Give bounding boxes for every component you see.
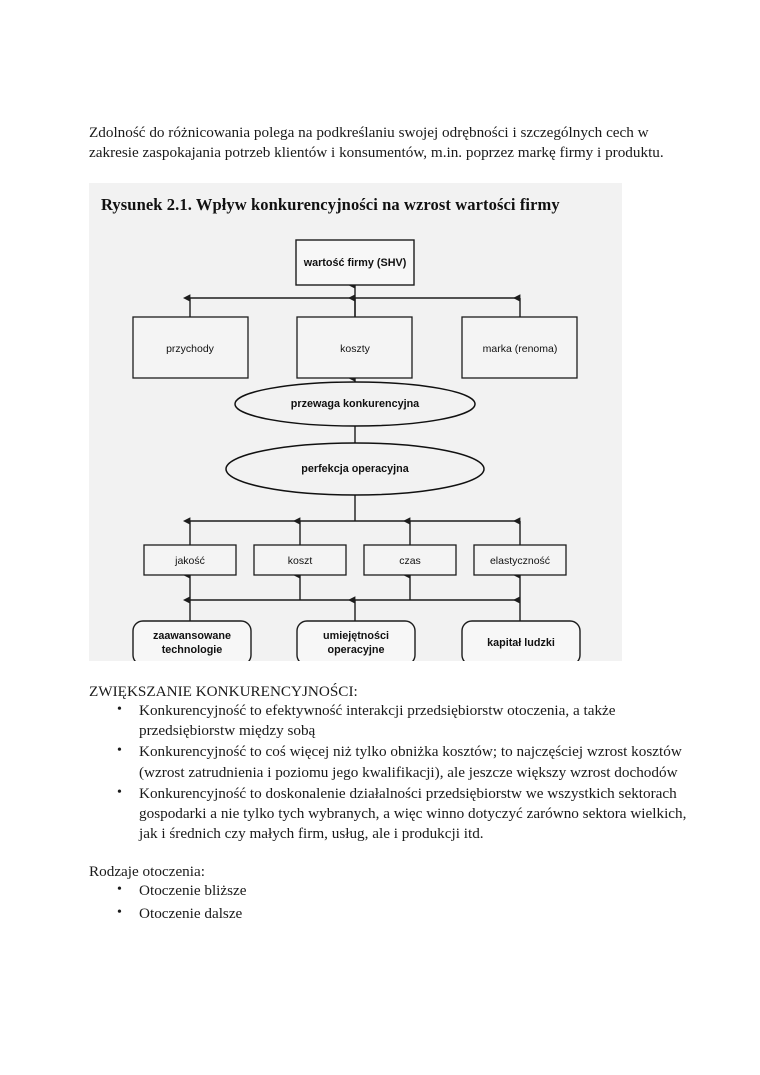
node-zaawansowane-technologie: zaawansowane technologie [132, 620, 252, 661]
section-heading-zwiekszanie-konkurencyjnosci: ZWIĘKSZANIE KONKURENCYJNOŚCI: [89, 683, 358, 700]
figure-panel: Rysunek 2.1. Wpływ konkurencyjności na w… [89, 183, 622, 661]
node-label-zaawansowane-technologie-line1: zaawansowane [153, 630, 231, 642]
node-marka-renoma: marka (renoma) [461, 316, 578, 379]
section-heading-rodzaje-otoczenia: Rodzaje otoczenia: [89, 863, 205, 880]
node-jakosc: jakość [143, 544, 237, 576]
node-label-czas: czas [399, 555, 421, 567]
node-elastycznosc: elastyczność [473, 544, 567, 576]
node-label-elastycznosc: elastyczność [490, 555, 550, 567]
node-label-umiejetnosci-operacyjne-line1: umiejętności [323, 630, 389, 642]
node-przewaga-konkurencyjna: przewaga konkurencyjna [234, 381, 476, 427]
node-wartosc-firmy: wartość firmy (SHV) [295, 239, 415, 286]
node-umiejetnosci-operacyjne: umiejętności operacyjne [296, 620, 416, 661]
node-label-przewaga-konkurencyjna: przewaga konkurencyjna [291, 398, 420, 410]
list-item: Konkurencyjność to efektywność interakcj… [117, 701, 704, 741]
node-label-wartosc-firmy: wartość firmy (SHV) [303, 257, 407, 269]
list-item: Konkurencyjność to coś więcej niż tylko … [117, 742, 704, 782]
node-label-kapital-ludzki: kapitał ludzki [487, 637, 555, 649]
node-koszt: koszt [253, 544, 347, 576]
node-czas: czas [363, 544, 457, 576]
list-item: Otoczenie dalsze [117, 904, 459, 924]
bullet-list-rodzaje-otoczenia: Otoczenie bliższe Otoczenie dalsze [111, 881, 459, 927]
node-label-jakosc: jakość [174, 555, 205, 567]
node-label-zaawansowane-technologie-line2: technologie [162, 644, 223, 656]
node-przychody: przychody [132, 316, 249, 379]
figure-diagram: wartość firmy (SHV) przychody koszty mar… [132, 239, 581, 661]
node-label-koszty: koszty [340, 343, 371, 355]
list-item: Konkurencyjność to doskonalenie działaln… [117, 784, 704, 845]
list-item: Otoczenie bliższe [117, 881, 459, 901]
node-kapital-ludzki: kapitał ludzki [461, 620, 581, 661]
node-label-koszt: koszt [288, 555, 313, 567]
node-perfekcja-operacyjna: perfekcja operacyjna [225, 442, 485, 496]
node-label-przychody: przychody [166, 343, 215, 355]
figure-caption: Rysunek 2.1. Wpływ konkurencyjności na w… [101, 195, 560, 214]
intro-paragraph: Zdolność do różnicowania polega na podkr… [89, 124, 664, 162]
node-label-marka-renoma: marka (renoma) [483, 343, 558, 355]
node-label-perfekcja-operacyjna: perfekcja operacyjna [301, 463, 409, 475]
node-label-umiejetnosci-operacyjne-line2: operacyjne [327, 644, 384, 656]
node-koszty: koszty [296, 316, 413, 379]
bullet-list-konkurencyjnosc: Konkurencyjność to efektywność interakcj… [111, 701, 704, 846]
